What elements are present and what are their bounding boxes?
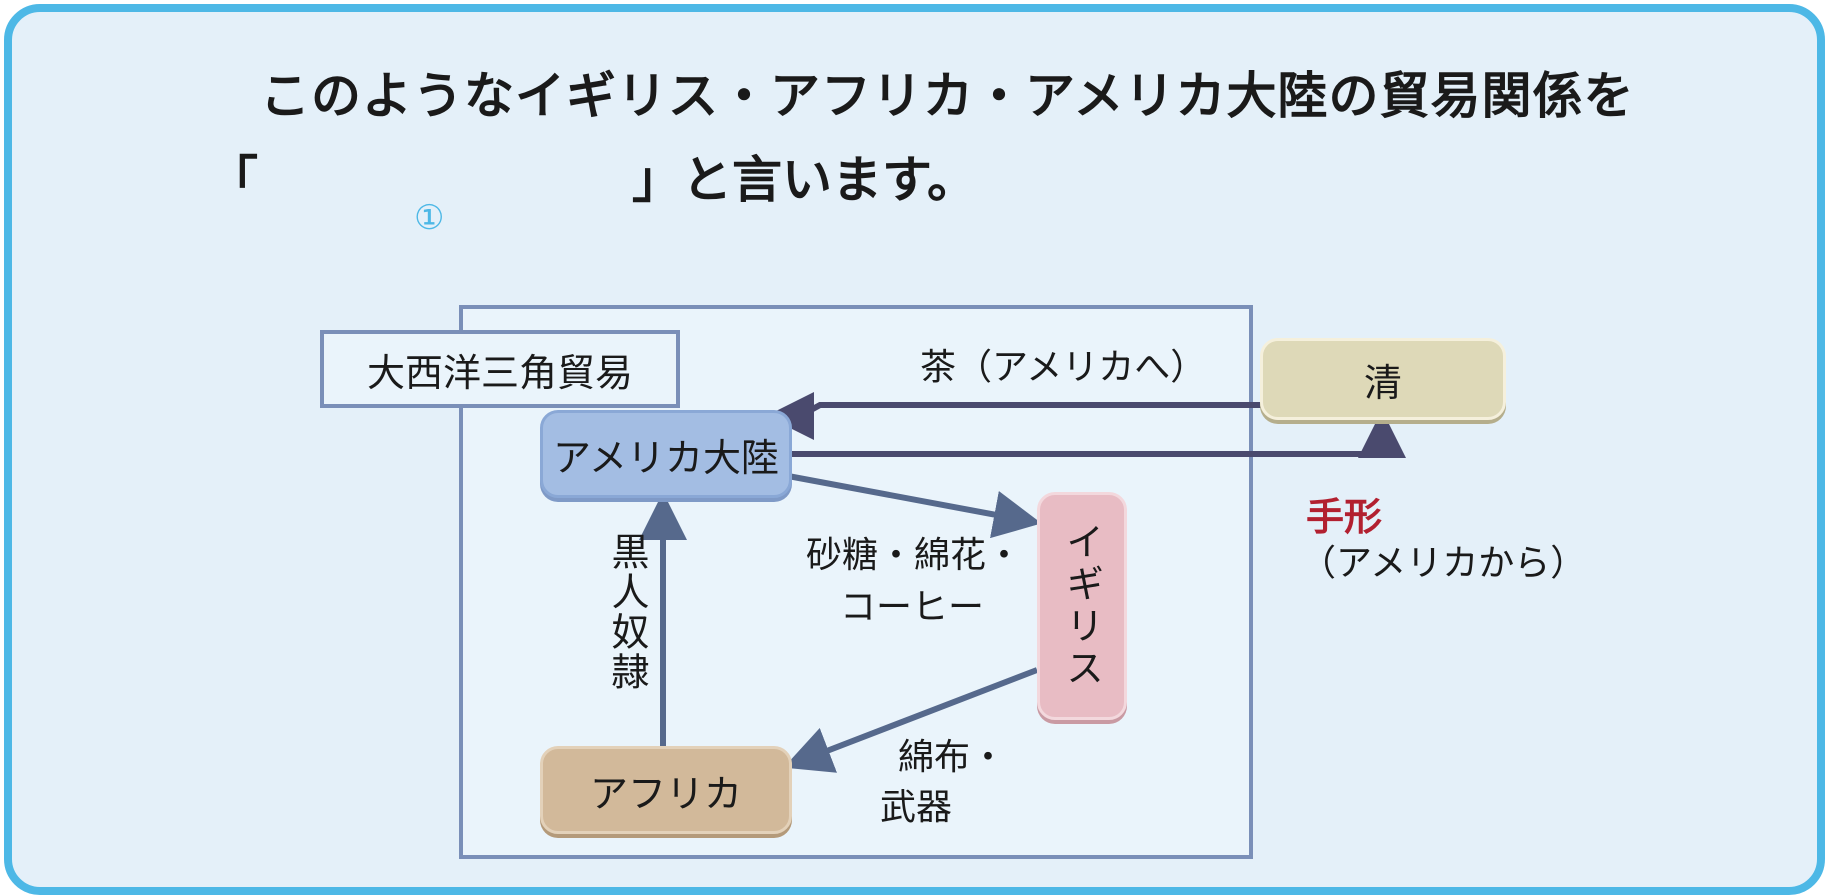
flow-label-tea: 茶（アメリカへ）	[920, 347, 1207, 388]
flow-label-sugar-line2: コーヒー	[840, 587, 985, 628]
flow-label-tegata: 手形	[1306, 495, 1383, 539]
arrow-tea	[766, 392, 1262, 440]
flow-label-sugar-line1: 砂糖・綿花・	[806, 535, 1023, 576]
arrow-igirisu-to-africa	[783, 667, 1039, 773]
flow-label-cloth-line2: 武器	[880, 787, 953, 828]
node-qing: 清	[1260, 338, 1506, 420]
flow-label-cloth-line1: 綿布・	[898, 737, 1007, 778]
flow-label-slaves: 黒人奴隷	[605, 532, 649, 692]
flow-label-tegata-source: （アメリカから）	[1300, 543, 1587, 584]
node-africa: アフリカ	[540, 746, 792, 834]
arrow-america-to-igirisu	[787, 473, 1042, 539]
diagram-label: 大西洋三角貿易	[320, 330, 680, 408]
arrow-tegata	[788, 410, 1406, 458]
question-text-line2: 」と言います。	[632, 151, 977, 209]
blank-number-badge: ①	[414, 198, 445, 238]
node-igirisu: イギリス	[1037, 492, 1127, 720]
node-america: アメリカ大陸	[540, 410, 792, 498]
answer-bracket-open: 「	[208, 151, 258, 209]
question-text-line1: このようなイギリス・アフリカ・アメリカ大陸の貿易関係を	[260, 67, 1635, 125]
